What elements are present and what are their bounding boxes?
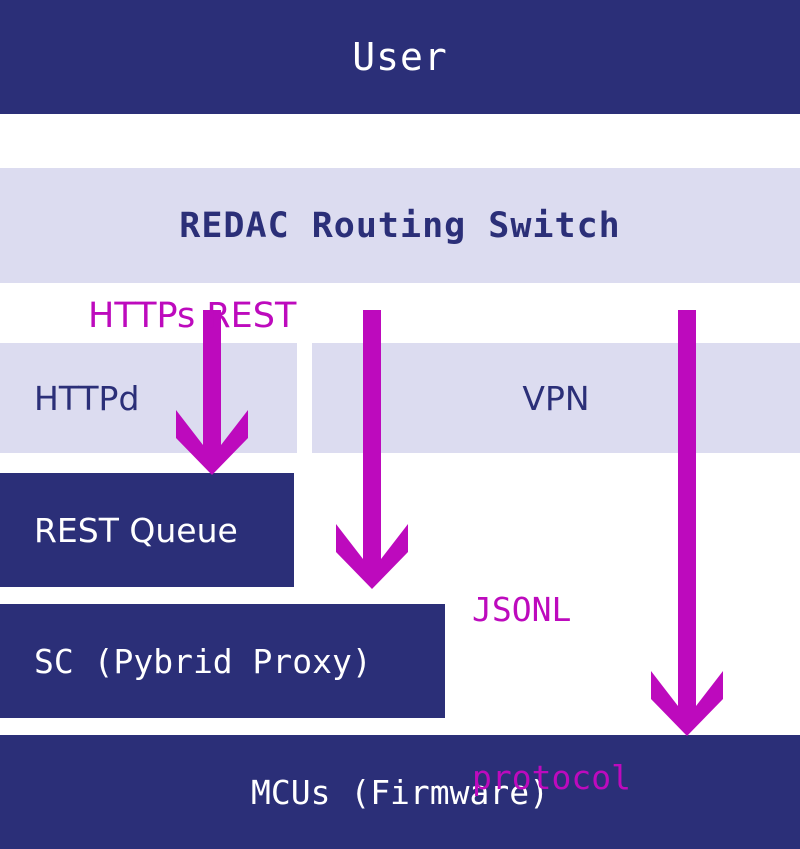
flow-label-https-rest: HTTPs REST (88, 296, 297, 336)
down-arrow-icon (651, 310, 723, 736)
node-vpn: VPN (312, 343, 800, 453)
node-vpn-label: VPN (522, 378, 590, 418)
node-sc-pybrid-proxy: SC (Pybrid Proxy) (0, 604, 445, 718)
down-arrow-icon (336, 310, 408, 589)
node-redac-routing-switch-label: REDAC Routing Switch (179, 205, 621, 246)
node-sc-pybrid-proxy-label: SC (Pybrid Proxy) (34, 641, 372, 681)
node-httpd-label: HTTPd (34, 378, 140, 418)
node-user: User (0, 0, 800, 114)
node-rest-queue: REST Queue (0, 473, 294, 587)
node-user-label: User (352, 35, 448, 79)
node-mcus-firmware-label: MCUs (Firmware) (250, 772, 549, 812)
flow-label-jsonl-line2: protocol (472, 758, 631, 797)
arrow-https-rest-to-rest-queue (172, 310, 252, 475)
down-arrow-icon (176, 310, 248, 475)
node-httpd: HTTPd (0, 343, 297, 453)
flow-label-jsonl-protocol: JSONL protocol (472, 470, 631, 849)
arrow-vpn-to-mcus (647, 310, 727, 736)
node-redac-routing-switch: REDAC Routing Switch (0, 168, 800, 283)
arrow-redac-to-sc-proxy (332, 310, 412, 589)
node-mcus-firmware: MCUs (Firmware) (0, 735, 800, 849)
node-rest-queue-label: REST Queue (34, 510, 238, 550)
flow-label-jsonl-line1: JSONL (472, 590, 572, 629)
